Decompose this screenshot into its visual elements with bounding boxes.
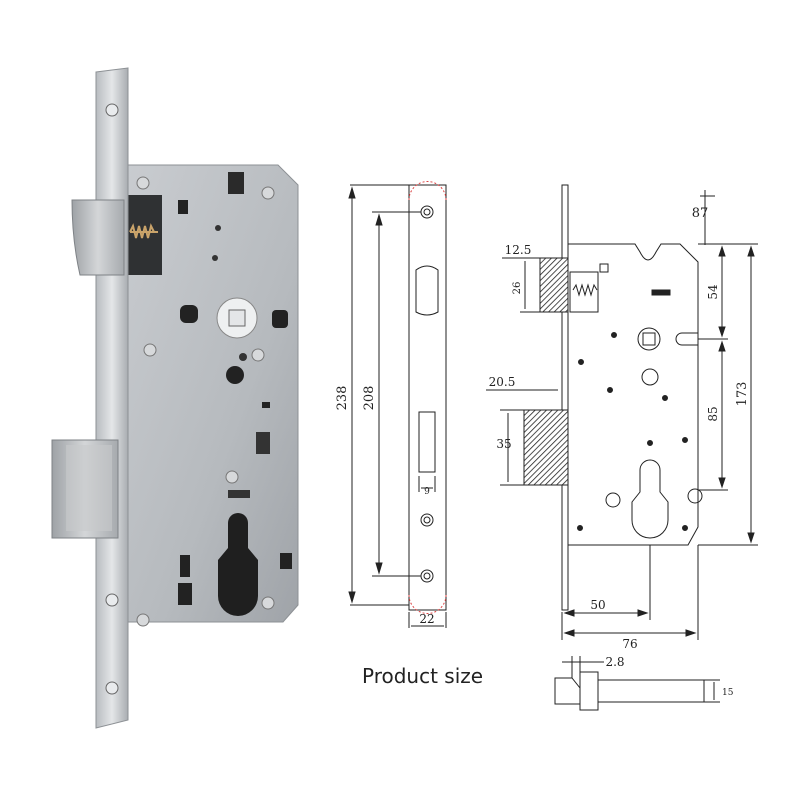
dim-173-label: 173 <box>735 382 750 407</box>
slot <box>178 200 188 214</box>
dim-208-label: 208 <box>362 386 377 411</box>
faceplate-outline <box>408 184 447 611</box>
faceplate-screw-icon <box>105 681 119 695</box>
latch-bolt <box>71 199 125 276</box>
latch-section-hatch <box>539 257 569 313</box>
latch-spring-housing <box>126 195 162 275</box>
slot <box>262 402 270 408</box>
dim-12-5-label: 12.5 <box>505 243 532 257</box>
side-view-drawing <box>486 184 758 640</box>
faceplate <box>95 67 129 729</box>
dim-76-label: 76 <box>622 637 637 651</box>
pin-hole <box>215 225 221 231</box>
slot <box>256 432 270 454</box>
screw-icon <box>143 343 157 357</box>
faceplate-screw-icon <box>105 103 119 117</box>
dim-87-label: 87 <box>692 206 709 221</box>
slot <box>280 553 292 569</box>
side-spring-icon <box>569 271 599 313</box>
faceplate-screw-icon <box>105 593 119 607</box>
pin-hole <box>212 255 218 261</box>
dim-35-label: 35 <box>496 437 511 451</box>
key-detail-drawing <box>554 656 720 711</box>
bolt-section-hatch <box>523 409 569 486</box>
spindle-square <box>228 309 246 327</box>
screw-icon <box>261 596 275 610</box>
pin-hole <box>239 353 247 361</box>
screw-icon <box>251 348 265 362</box>
dim-54-label: 54 <box>706 284 720 300</box>
deadbolt-opening <box>418 411 436 473</box>
dim-9-label: 9 <box>424 487 430 497</box>
slot <box>178 583 192 605</box>
dim-20-5-label: 20.5 <box>489 375 516 389</box>
latch-opening <box>415 265 439 316</box>
side-faceplate <box>561 184 569 611</box>
front-view-drawing <box>348 181 447 628</box>
dim-2-8-label: 2.8 <box>605 655 624 669</box>
dim-15-label: 15 <box>722 688 734 698</box>
dim-238-label: 238 <box>335 386 350 411</box>
side-case-outline <box>567 243 699 546</box>
spring-icon <box>129 223 158 239</box>
pin-hole <box>226 366 244 384</box>
slot <box>272 310 288 328</box>
cylinder-hole <box>218 513 258 616</box>
slot <box>180 305 198 323</box>
screw-icon <box>261 186 275 200</box>
case-notch-top <box>228 172 244 194</box>
screw-icon <box>136 176 150 190</box>
dim-85-label: 85 <box>706 406 720 421</box>
slot <box>180 555 190 577</box>
caption-product-size: Product size <box>362 664 484 688</box>
dim-50-label: 50 <box>590 598 605 612</box>
lock-photo <box>51 67 299 729</box>
dim-22-label: 22 <box>419 612 434 626</box>
side-cylinder-hole <box>631 459 669 539</box>
slot <box>228 490 250 498</box>
screw-icon <box>136 613 150 627</box>
screw-icon <box>225 470 239 484</box>
dim-26-label: 26 <box>512 282 523 295</box>
